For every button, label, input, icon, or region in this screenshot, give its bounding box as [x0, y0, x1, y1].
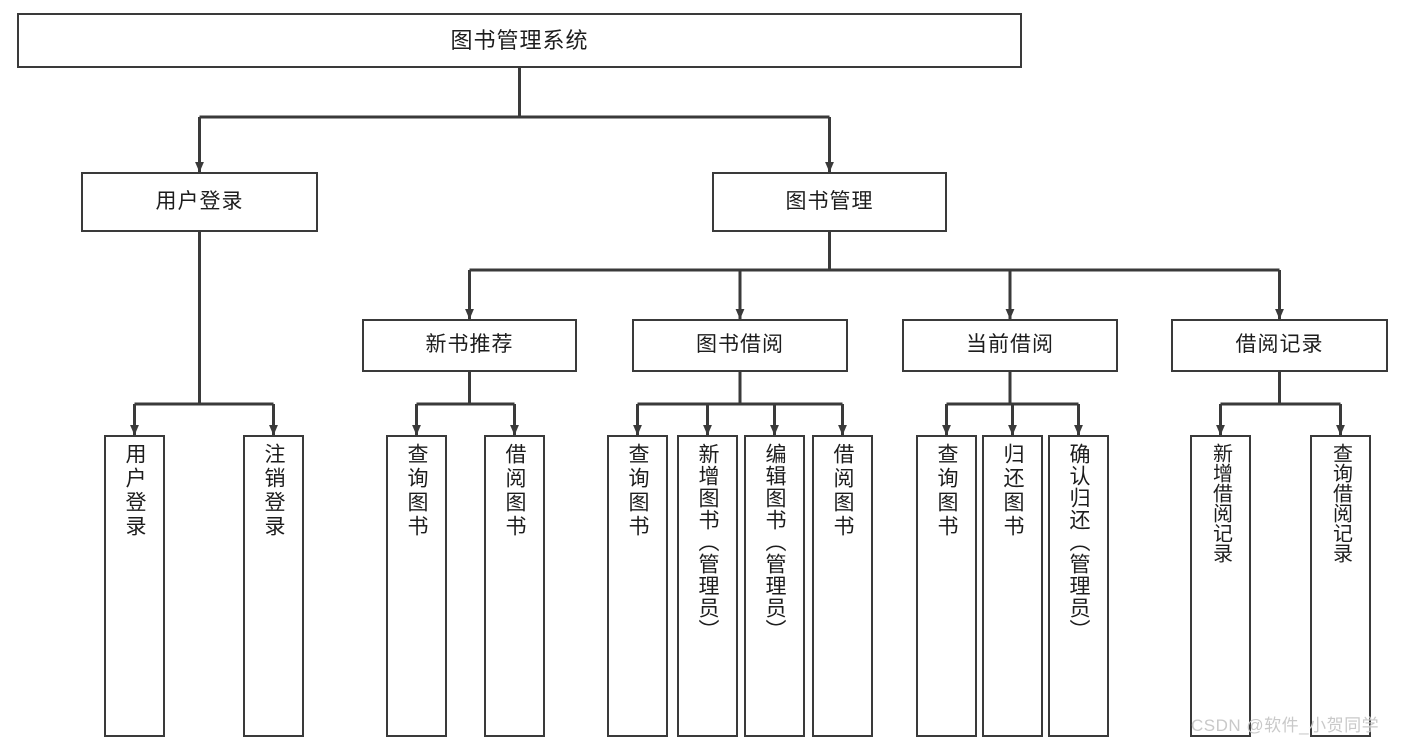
node-label: 查询借阅记录	[1329, 443, 1352, 563]
node-label: 查询图书	[935, 443, 958, 539]
node-label: 图书管理	[785, 189, 874, 213]
leaf-confirm-return-admin[interactable]: 确认归还（管理员）	[1048, 435, 1109, 737]
node-book-borrow[interactable]: 图书借阅	[632, 319, 848, 372]
node-label: 当前借阅	[966, 333, 1054, 357]
node-user-login[interactable]: 用户登录	[81, 172, 318, 232]
leaf-edit-book-admin[interactable]: 编辑图书（管理员）	[744, 435, 805, 737]
leaf-return-book[interactable]: 归还图书	[982, 435, 1043, 737]
node-borrow-record[interactable]: 借阅记录	[1171, 319, 1388, 372]
watermark: CSDN @软件_小贺同学	[1191, 716, 1380, 735]
node-root[interactable]: 图书管理系统	[17, 13, 1022, 68]
leaf-query-book-current[interactable]: 查询图书	[916, 435, 977, 737]
node-label: 归还图书	[1001, 443, 1024, 539]
leaf-user-login[interactable]: 用户登录	[104, 435, 165, 737]
node-label: 新增借阅记录	[1209, 443, 1232, 563]
node-label: 注销登录	[262, 443, 285, 539]
leaf-borrow-book[interactable]: 借阅图书	[812, 435, 873, 737]
leaf-logout[interactable]: 注销登录	[243, 435, 304, 737]
node-label: 用户登录	[155, 189, 244, 213]
leaf-query-book-borrow[interactable]: 查询图书	[607, 435, 668, 737]
node-label: 图书借阅	[696, 333, 784, 357]
node-label: 新增图书（管理员）	[696, 443, 719, 641]
leaf-query-borrow-record[interactable]: 查询借阅记录	[1310, 435, 1371, 737]
leaf-query-book-recommend[interactable]: 查询图书	[386, 435, 447, 737]
node-label: 编辑图书（管理员）	[763, 443, 786, 641]
node-new-book-recommend[interactable]: 新书推荐	[362, 319, 577, 372]
node-label: 借阅记录	[1235, 333, 1324, 357]
node-label: 图书管理系统	[450, 27, 589, 53]
node-label: 确认归还（管理员）	[1067, 443, 1090, 641]
leaf-add-borrow-record[interactable]: 新增借阅记录	[1190, 435, 1251, 737]
node-current-borrow[interactable]: 当前借阅	[902, 319, 1118, 372]
node-label: 用户登录	[123, 443, 146, 539]
leaf-borrow-book-recommend[interactable]: 借阅图书	[484, 435, 545, 737]
node-book-manage[interactable]: 图书管理	[712, 172, 947, 232]
node-label: 查询图书	[405, 443, 428, 539]
node-label: 查询图书	[626, 443, 649, 539]
node-label: 借阅图书	[831, 443, 854, 539]
leaf-add-book-admin[interactable]: 新增图书（管理员）	[677, 435, 738, 737]
node-label: 借阅图书	[503, 443, 526, 539]
node-label: 新书推荐	[425, 333, 514, 357]
